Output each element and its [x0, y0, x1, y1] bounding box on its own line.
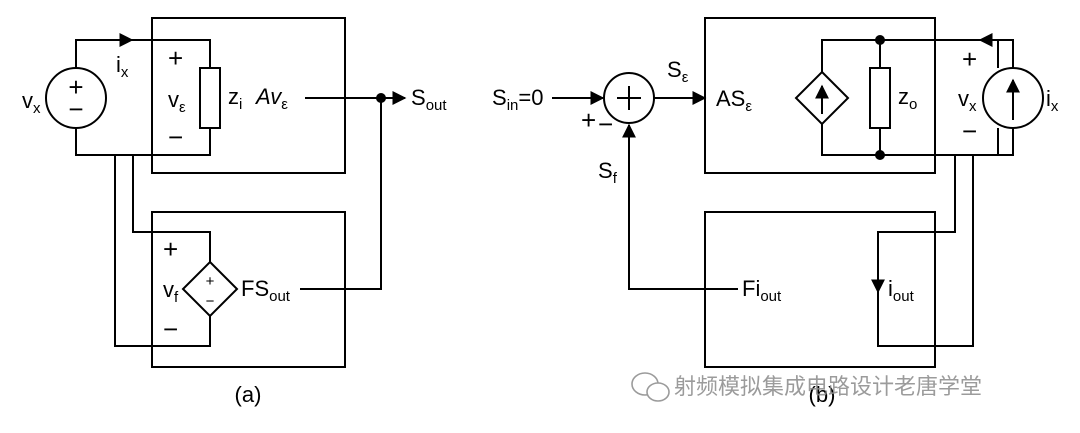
feedback-plus: + — [163, 234, 178, 264]
source-top-wire — [75, 39, 211, 68]
label-vx-b: vx — [958, 86, 977, 115]
label-fs-out: FSout — [241, 276, 291, 305]
caption-b: (b) — [809, 382, 836, 407]
label-zi: zi — [228, 84, 242, 113]
feedback-return-wire — [114, 155, 211, 347]
dependent-voltage-source — [181, 260, 239, 318]
dep-source-plus: + — [206, 273, 215, 290]
input-minus: − — [168, 122, 183, 152]
panel-a: + − vx ix zi + − vε Avε Sout + − + − vf … — [22, 17, 447, 407]
label-a-v-epsilon: Avε — [254, 84, 288, 113]
vx-minus: − — [962, 116, 977, 146]
feedback-block-b — [704, 211, 936, 368]
output-node — [376, 93, 386, 103]
feedback-minus: − — [163, 314, 178, 344]
amp-top-rail — [821, 39, 999, 72]
node-top — [875, 35, 885, 45]
input-impedance-zi — [199, 67, 221, 129]
label-vf: vf — [163, 277, 179, 306]
source-plus: + — [68, 72, 83, 102]
amp-bottom-rail — [821, 124, 999, 156]
dep-source-minus: − — [206, 293, 215, 310]
label-ix-b: ix — [1046, 86, 1059, 115]
watermark-text: 射频模拟集成电路设计老唐学堂 — [674, 375, 982, 400]
error-to-feedback-wire — [132, 155, 211, 262]
label-zo: zo — [898, 84, 917, 113]
label-s-f: Sf — [598, 158, 618, 187]
watermark: 射频模拟集成电路设计老唐学堂 — [631, 372, 982, 402]
voltage-source-vx — [45, 67, 107, 129]
source-bottom-wire-b — [998, 128, 1014, 156]
label-i-out: iout — [888, 276, 915, 305]
vx-plus: + — [962, 44, 977, 74]
source-bottom-wire — [75, 128, 211, 156]
panel-b: + − Sin=0 Sε Sf ASε zo + − vx ix iout Fi… — [492, 17, 1059, 407]
label-s-out: Sout — [411, 85, 447, 114]
input-plus: + — [168, 43, 183, 73]
sum-minus: − — [598, 109, 613, 139]
label-s-epsilon: Sε — [667, 57, 689, 86]
label-fi-out: Fiout — [742, 276, 782, 305]
feedback-path — [622, 123, 738, 290]
chat-bubble-icon — [631, 372, 670, 402]
label-v-epsilon: vε — [168, 87, 186, 116]
amplifier-block — [151, 17, 346, 174]
source-minus: − — [68, 94, 83, 124]
label-ix: ix — [116, 52, 129, 81]
sum-plus: + — [581, 105, 596, 135]
feedback-sense-wire — [300, 98, 382, 290]
caption-a: (a) — [235, 382, 262, 407]
source-top-wire-b — [998, 39, 1014, 68]
summing-plus-sign — [617, 86, 641, 110]
label-vx: vx — [22, 88, 41, 117]
output-impedance-zo — [869, 67, 891, 129]
node-bottom — [875, 150, 885, 160]
label-s-in: Sin=0 — [492, 85, 543, 114]
label-a-s-epsilon: ASε — [716, 86, 752, 115]
